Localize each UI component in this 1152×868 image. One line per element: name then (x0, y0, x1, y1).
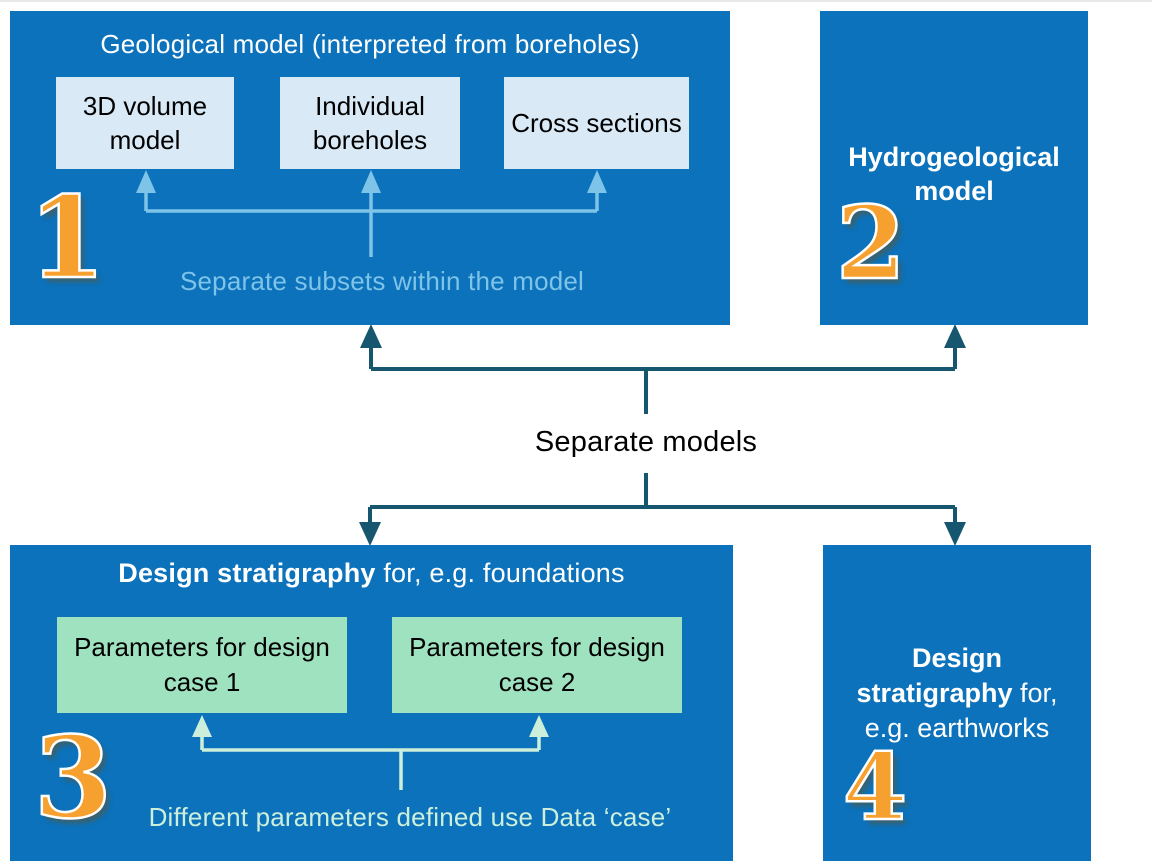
panel3-title: Design stratigraphy for, e.g. foundation… (10, 558, 733, 589)
panel3-title-rest: for, e.g. foundations (375, 558, 625, 588)
panel2-number: 2 (835, 184, 907, 302)
panel4-number: 4 (842, 733, 909, 841)
panel3-caption: Different parameters defined use Data ‘c… (148, 802, 672, 832)
panel3-title-bold: Design stratigraphy (118, 558, 376, 588)
panel-geological-model: Geological model (interpreted from boreh… (10, 11, 730, 325)
panel-design-stratigraphy-earthworks: Design stratigraphy for, e.g. earthworks… (823, 545, 1091, 861)
separate-models-label: Separate models (534, 426, 758, 458)
box-parameters-design-case-1-label: Parameters for design case 1 (74, 631, 330, 697)
panel-design-stratigraphy-foundations: Design stratigraphy for, e.g. foundation… (10, 545, 733, 861)
box-3d-volume-model: 3D volume model (56, 77, 234, 169)
box-cross-sections-label: Cross sections (511, 107, 682, 138)
panel1-title: Geological model (interpreted from boreh… (100, 29, 640, 59)
panel4-title-bold: Design stratigraphy (856, 643, 1013, 709)
panel4-title-rest: for, e.g. earthworks (864, 678, 1058, 744)
box-parameters-design-case-2: Parameters for design case 2 (392, 617, 682, 713)
box-parameters-design-case-1: Parameters for design case 1 (57, 617, 347, 713)
separate-models-arrows-icon (359, 324, 966, 546)
panel1-caption: Separate subsets within the model (179, 266, 585, 296)
subset-bracket-arrows-icon (136, 170, 607, 257)
box-cross-sections: Cross sections (504, 77, 689, 169)
box-parameters-design-case-2-label: Parameters for design case 2 (409, 631, 665, 697)
panel3-number: 3 (33, 713, 113, 844)
box-individual-boreholes: Individual boreholes (280, 77, 460, 169)
panel-hydrogeological-model: Hydrogeological model 2 (820, 11, 1088, 325)
parameters-bracket-arrows-icon (192, 715, 549, 790)
box-individual-boreholes-label: Individual boreholes (312, 90, 428, 155)
panel1-number: 1 (27, 173, 107, 304)
panel2-title: Hydrogeological model (848, 142, 1060, 206)
box-3d-volume-model-label: 3D volume model (82, 90, 208, 155)
panel4-title: Design stratigraphy for, e.g. earthworks (837, 641, 1077, 746)
